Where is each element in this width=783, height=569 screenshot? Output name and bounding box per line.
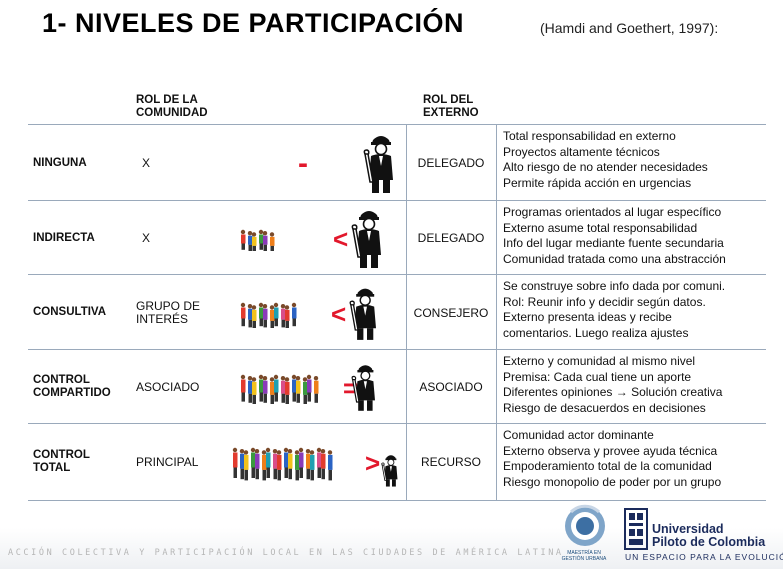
- description-line: Premisa: Cada cual tiene un aporte: [503, 369, 692, 384]
- relation-symbol: >: [365, 448, 381, 478]
- level-text: NINGUNA: [33, 156, 87, 169]
- description-line: Externo asume total responsabilidad: [503, 220, 698, 235]
- community-crowd-icon: [240, 302, 297, 328]
- community-role-text: PRINCIPAL: [136, 454, 199, 469]
- description-line: Info del lugar mediante fuente secundari…: [503, 236, 724, 250]
- universidad-piloto-emblem: [624, 508, 648, 550]
- community-role: X: [136, 201, 216, 275]
- community-role-text: GRUPO DE: [136, 298, 201, 313]
- community-role: X: [136, 125, 216, 201]
- gestion-urbana-logo: [565, 504, 605, 546]
- external-role: RECURSO: [406, 424, 497, 500]
- level-text: TOTAL: [33, 462, 71, 474]
- external-expert-icon: [351, 211, 381, 268]
- community-crowd-icon: [232, 447, 333, 481]
- level-text: INDIRECTA: [33, 231, 95, 244]
- slide-title: 1- NIVELES DE PARTICIPACIÓN: [42, 8, 465, 38]
- participation-illustration: =: [223, 350, 407, 424]
- participation-level: NINGUNA: [33, 125, 128, 201]
- external-expert-icon: [381, 455, 398, 487]
- community-crowd-icon: [240, 374, 319, 404]
- level-text: COMPARTIDO: [33, 387, 111, 399]
- description-line: Alto riesgo de no atender necesidades: [503, 160, 708, 174]
- description-line: Externo observa y provee ayuda técnica: [503, 443, 718, 458]
- participation-illustration: >: [223, 424, 407, 500]
- description-line: Comunidad actor dominante: [503, 428, 654, 442]
- participation-illustration: <: [223, 275, 407, 350]
- participation-illustration: -: [223, 125, 407, 201]
- description-line: Permite rápida acción en urgencias: [503, 175, 692, 190]
- description-line: Riesgo monopolio de poder por un grupo: [503, 474, 722, 489]
- gestion-urbana-label: MAESTRÍA EN GESTIÓN URBANA: [561, 550, 607, 562]
- citation: (Hamdi and Goethert, 1997):: [540, 20, 719, 36]
- community-role-text: INTERÉS: [136, 311, 189, 326]
- participation-illustration: <: [223, 201, 407, 275]
- description-line: Comunidad tratada como una abstracción: [503, 251, 726, 266]
- participation-level: INDIRECTA: [33, 201, 128, 275]
- description-line: Riesgo de desacuerdos en decisiones: [503, 400, 706, 415]
- community-role-text: X: [142, 230, 151, 245]
- description-line: Proyectos altamente técnicos: [503, 144, 660, 159]
- level-text: CONTROL: [33, 374, 90, 386]
- description-line: Se construye sobre info dada por comuni.: [503, 279, 726, 293]
- community-role-text: ASOCIADO: [136, 379, 200, 394]
- level-description: Programas orientados al lugar específico…: [503, 201, 765, 275]
- level-text: CONSULTIVA: [33, 306, 107, 318]
- community-crowd-icon: [240, 229, 275, 251]
- participation-level: CONSULTIVA: [33, 275, 128, 350]
- university-name-line2: Piloto de Colombia: [652, 535, 766, 549]
- external-role: DELEGADO: [406, 201, 497, 275]
- description-line: Empoderamiento total de la comunidad: [503, 459, 712, 473]
- external-role: CONSEJERO: [406, 275, 497, 350]
- header-community-role: ROL DE LA COMUNIDAD: [136, 94, 208, 119]
- level-description: Se construye sobre info dada por comuni.…: [503, 275, 765, 350]
- description-line: Externo presenta ideas y recibe: [503, 310, 672, 324]
- community-role-text: X: [142, 155, 151, 170]
- university-slogan: UN ESPACIO PARA LA EVOLUCIÓN: [625, 552, 783, 562]
- header-external-role: ROL DEL EXTERNO: [423, 94, 479, 119]
- external-role: DELEGADO: [406, 125, 497, 201]
- description-line: Diferentes opiniones → Solución creativa: [503, 385, 723, 399]
- description-line: comentarios. Luego realiza ajustes: [503, 325, 689, 340]
- level-text: CONTROL: [33, 449, 90, 461]
- relation-symbol: <: [333, 224, 349, 254]
- external-role: ASOCIADO: [406, 350, 497, 424]
- relation-symbol: <: [331, 298, 347, 329]
- description-line: Rol: Reunir info y decidir según datos.: [503, 294, 706, 309]
- external-expert-icon: [363, 136, 393, 193]
- university-name-line1: Universidad: [652, 522, 724, 536]
- footer-tagline: ACCIÓN COLECTIVA Y PARTICIPACIÓN LOCAL E…: [8, 548, 564, 558]
- external-expert-icon: [351, 365, 375, 411]
- external-expert-icon: [349, 288, 376, 340]
- community-role: ASOCIADO: [136, 350, 216, 424]
- footer-bar: [0, 528, 783, 569]
- description-line: Externo y comunidad al mismo nivel: [503, 354, 696, 368]
- relation-symbol: -: [298, 147, 308, 180]
- community-role: PRINCIPAL: [136, 424, 216, 500]
- description-line: Programas orientados al lugar específico: [503, 205, 722, 219]
- description-line: Total responsabilidad en externo: [503, 129, 676, 143]
